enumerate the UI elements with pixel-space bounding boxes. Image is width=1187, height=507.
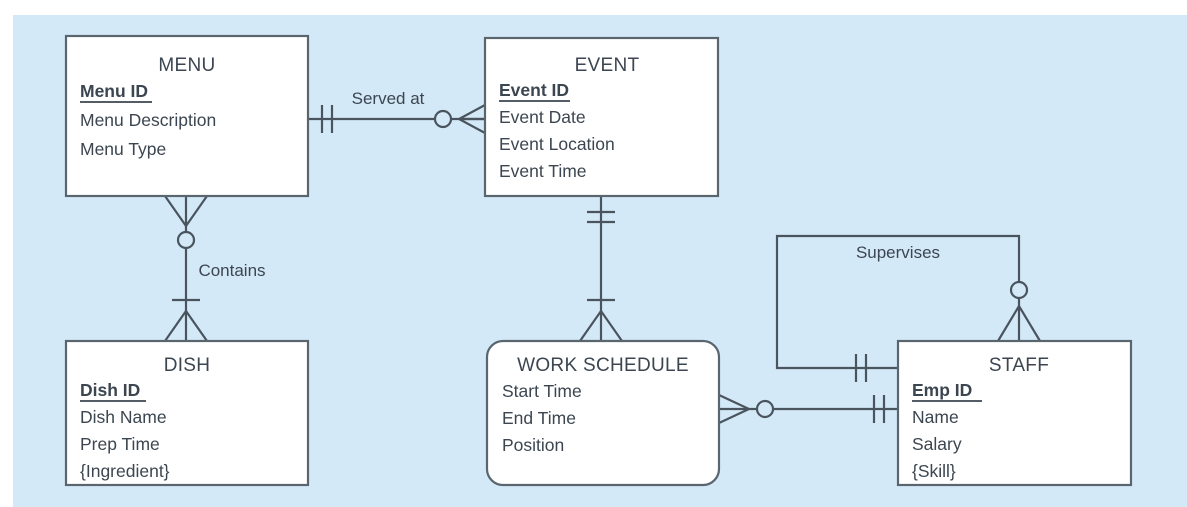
served-at-event-optional-circle [433, 109, 453, 129]
entity-staff[interactable]: STAFF Emp ID Name Salary {Skill} [896, 339, 1133, 487]
relationship-work-schedule-staff [718, 394, 898, 424]
entity-menu-box[interactable] [64, 34, 310, 198]
entity-staff-box[interactable] [896, 339, 1133, 487]
work-schedule-staff-ws-optional-circle [755, 399, 775, 419]
relationship-contains: Contains [164, 195, 266, 342]
entity-event-title: EVENT [575, 55, 640, 76]
entity-event-attr-1: Event Date [499, 107, 586, 127]
entity-dish[interactable]: DISH Dish ID Dish Name Prep Time {Ingred… [64, 339, 310, 487]
entity-event-attr-2: Event Location [499, 134, 615, 154]
relationship-label-supervises: Supervises [856, 243, 940, 262]
relationship-label-served-at: Served at [352, 89, 425, 108]
entity-event[interactable]: EVENT Event ID Event Date Event Location… [483, 36, 720, 198]
relationship-served-at: Served at [308, 89, 486, 134]
relationship-supervises: Supervises [775, 234, 1041, 382]
relationship-label-contains: Contains [198, 261, 265, 280]
entity-staff-attr-0: Emp ID [912, 380, 972, 400]
entity-work-schedule-attr-2: Position [502, 435, 564, 455]
entity-staff-attr-3: {Skill} [912, 461, 956, 481]
entity-menu-attr-0: Menu ID [80, 81, 148, 101]
supervises-connector [775, 234, 1021, 370]
entity-dish-attr-1: Dish Name [80, 407, 167, 427]
entity-dish-box[interactable] [64, 339, 310, 487]
entity-dish-title: DISH [164, 355, 211, 376]
entity-staff-attr-1: Name [912, 407, 959, 427]
entity-work-schedule-attr-0: Start Time [502, 381, 582, 401]
contains-dish-crowsfoot [164, 309, 208, 342]
entity-work-schedule-title: WORK SCHEDULE [517, 355, 689, 376]
work-schedule-staff-ws-crowsfoot [718, 394, 752, 424]
entity-menu-attr-1: Menu Description [80, 110, 216, 130]
entity-event-box[interactable] [483, 36, 720, 198]
supervises-crowsfoot [997, 303, 1041, 342]
entity-staff-title: STAFF [989, 355, 1049, 376]
entity-menu[interactable]: MENU Menu ID Menu Description Menu Type [64, 34, 310, 198]
contains-menu-optional-circle [176, 230, 196, 250]
entity-staff-attr-2: Salary [912, 434, 962, 454]
entity-dish-attr-0: Dish ID [80, 380, 140, 400]
entity-work-schedule-attr-1: End Time [502, 408, 576, 428]
entity-event-attr-3: Event Time [499, 161, 587, 181]
entity-event-attr-0: Event ID [499, 80, 569, 100]
contains-menu-crowsfoot [164, 195, 208, 228]
supervises-optional-circle [1009, 280, 1029, 300]
event-work-schedule-ws-crowsfoot [579, 309, 623, 342]
entity-menu-attr-2: Menu Type [80, 139, 166, 159]
entity-work-schedule[interactable]: WORK SCHEDULE Start Time End Time Positi… [485, 339, 721, 487]
entity-work-schedule-box[interactable] [485, 339, 721, 487]
entity-dish-attr-2: Prep Time [80, 434, 160, 454]
relationship-event-work-schedule [579, 196, 623, 342]
entity-menu-title: MENU [158, 55, 215, 76]
entity-dish-attr-3: {Ingredient} [80, 461, 170, 481]
